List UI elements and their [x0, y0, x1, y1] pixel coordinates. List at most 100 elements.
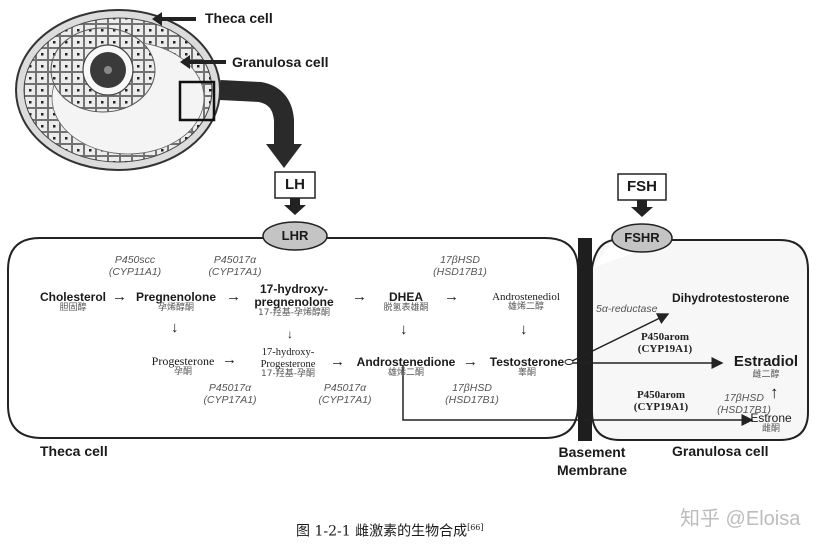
- molecule-zh: 睾酮: [517, 368, 536, 379]
- arrow-down: ↓: [171, 319, 179, 336]
- enzyme-p45017a-top: P45017α (CYP17A1): [190, 254, 280, 278]
- follicle-illustration: [15, 9, 302, 171]
- molecule-name-line2: Progesterone: [260, 358, 316, 370]
- fsh-label: FSH: [627, 178, 657, 195]
- molecule-progesterone: Progesterone 孕酮: [143, 354, 223, 378]
- lh-box: [274, 171, 316, 199]
- arrow-right: →: [112, 288, 127, 305]
- molecule-zh: 雌二醇: [752, 369, 780, 380]
- enzyme-p45017a-bottom-1: P45017α (CYP17A1): [190, 382, 270, 406]
- arrow-right: →: [444, 288, 459, 305]
- caption-text: 图 1-2-1 雌激素的生物合成: [296, 523, 468, 540]
- arrow-right: →: [222, 351, 237, 368]
- enzyme-name: P45017α: [323, 382, 367, 394]
- molecule-name: Pregnenolone: [135, 290, 216, 304]
- arrow-right: →: [352, 288, 367, 305]
- enzyme-p45017a-bottom-2: P45017α (CYP17A1): [305, 382, 385, 406]
- lhr-label: LHR: [281, 228, 309, 243]
- reductase-dht-arrow: [569, 313, 670, 363]
- membrane-line2: Membrane: [556, 461, 628, 478]
- fsh-down-arrow: [631, 207, 653, 217]
- theca-cell-body: [7, 237, 579, 439]
- enzyme-name: 17βHSD: [440, 254, 480, 266]
- enzyme-17bhsd-bottom: 17βHSD (HSD17B1): [432, 382, 512, 406]
- lh-down-arrow: [284, 205, 306, 215]
- granulosa-cell-label: Granulosa cell: [672, 443, 769, 459]
- molecule-zh: 脱氢表雄酮: [383, 303, 429, 314]
- enzyme-name: P450arom: [640, 331, 690, 343]
- zoom-curved-arrow: [219, 80, 294, 148]
- fsh-box: [617, 173, 667, 201]
- molecule-name: Androstenedione: [356, 355, 456, 369]
- molecule-name-line1: 17-hydroxy-: [261, 347, 315, 358]
- fsh-receptor: [611, 223, 673, 253]
- molecule-estradiol: Estradiol 雌二醇: [724, 353, 808, 380]
- molecule-17-hydroxy-pregnenolone: 17-hydroxy- pregnenolone 17-羟基-孕烯醇酮: [248, 282, 340, 319]
- molecule-name: Androstenediol: [492, 291, 560, 303]
- molecule-cholesterol: Cholesterol 胆固醇: [36, 290, 110, 314]
- enzyme-p450scc: P450scc (CYP11A1): [90, 254, 180, 278]
- enzyme-gene: (HSD17B1): [445, 393, 499, 406]
- enzyme-gene: (HSD17B1): [717, 403, 771, 416]
- theca-cell-label: Theca cell: [40, 443, 108, 459]
- enzyme-17bhsd-granulosa: 17βHSD (HSD17B1): [716, 392, 772, 416]
- molecule-name: Progesterone: [151, 354, 215, 368]
- granulosa-cell-pointer-label: Granulosa cell: [232, 54, 329, 70]
- enzyme-p450arom-2: P450arom (CYP19A1): [626, 389, 696, 413]
- molecule-name: Cholesterol: [39, 290, 106, 304]
- enzyme-gene: (CYP17A1): [203, 393, 257, 406]
- molecule-dhea: DHEA 脱氢表雄酮: [376, 290, 436, 314]
- enzyme-name: 17βHSD: [452, 382, 492, 394]
- molecule-name-line1: 17-hydroxy-: [259, 282, 329, 296]
- molecule-zh: 17-羟基-孕烯醇酮: [258, 308, 330, 319]
- magnify-box: [178, 80, 216, 122]
- molecule-name: Testosterone: [489, 355, 565, 369]
- enzyme-name: P450scc: [114, 254, 156, 266]
- enzyme-gene: (CYP19A1): [633, 401, 689, 414]
- enzyme-gene: (HSD17B1): [433, 265, 487, 278]
- molecule-zh: 雌酮: [761, 424, 780, 435]
- arrow-up: ↑: [770, 383, 779, 402]
- molecule-zh: 孕烯醇酮: [157, 303, 194, 314]
- molecule-name: Estrone: [750, 411, 792, 425]
- enzyme-name: P45017α: [208, 382, 252, 394]
- arrow-right: →: [226, 288, 241, 305]
- enzyme-17bhsd-top: 17βHSD (HSD17B1): [415, 254, 505, 278]
- basement-membrane: [578, 238, 592, 441]
- molecule-androstenediol: Androstenediol 雄烯二醇: [482, 291, 570, 313]
- molecule-zh: 雄烯二酮: [387, 368, 424, 379]
- molecule-zh: 雄烯二醇: [507, 302, 544, 313]
- enzyme-gene: (CYP11A1): [108, 265, 162, 278]
- lh-label: LH: [285, 176, 305, 193]
- enzyme-gene: (CYP19A1): [637, 343, 693, 356]
- arrow-right: →: [330, 353, 345, 370]
- molecule-estrone: Estrone 雌酮: [744, 411, 798, 435]
- granulosa-cell-body: [591, 239, 809, 441]
- molecule-name: DHEA: [388, 290, 423, 304]
- figure-caption: 图 1-2-1 雌激素的生物合成[66]: [296, 523, 484, 540]
- enzyme-5a-reductase: 5α-reductase: [596, 303, 658, 315]
- arrow-down: ↓: [520, 321, 528, 338]
- molecule-testosterone: Testosterone 睾酮: [486, 355, 568, 379]
- enzyme-name: 17βHSD: [724, 392, 764, 404]
- enzyme-p450arom-1: P450arom (CYP19A1): [630, 331, 700, 355]
- theca-cell-pointer-label: Theca cell: [205, 10, 273, 26]
- fshr-label: FSHR: [624, 230, 660, 245]
- enzyme-name: P45017α: [213, 254, 257, 266]
- molecule-zh: 胆固醇: [59, 303, 87, 314]
- molecule-17-hydroxy-progesterone: 17-hydroxy- Progesterone 17-羟基-孕酮: [252, 347, 324, 380]
- membrane-line1: Basement: [558, 444, 626, 460]
- molecule-zh: 孕酮: [173, 367, 192, 378]
- basement-membrane-label: Basement Membrane: [544, 444, 640, 479]
- molecule-androstenedione: Androstenedione 雄烯二酮: [352, 355, 460, 379]
- enzyme-gene: (CYP17A1): [208, 265, 262, 278]
- molecule-name: Estradiol: [733, 353, 799, 370]
- molecule-zh: 17-羟基-孕酮: [261, 369, 315, 380]
- oocyte-nucleus: [104, 66, 112, 74]
- enzyme-gene: (CYP17A1): [318, 393, 372, 406]
- watermark: 知乎 @Eloisa: [680, 508, 801, 530]
- androstenedione-transfer-line: [402, 365, 590, 421]
- lh-receptor: [262, 221, 328, 251]
- molecule-dihydrotestosterone: Dihydrotestosterone: [672, 291, 790, 305]
